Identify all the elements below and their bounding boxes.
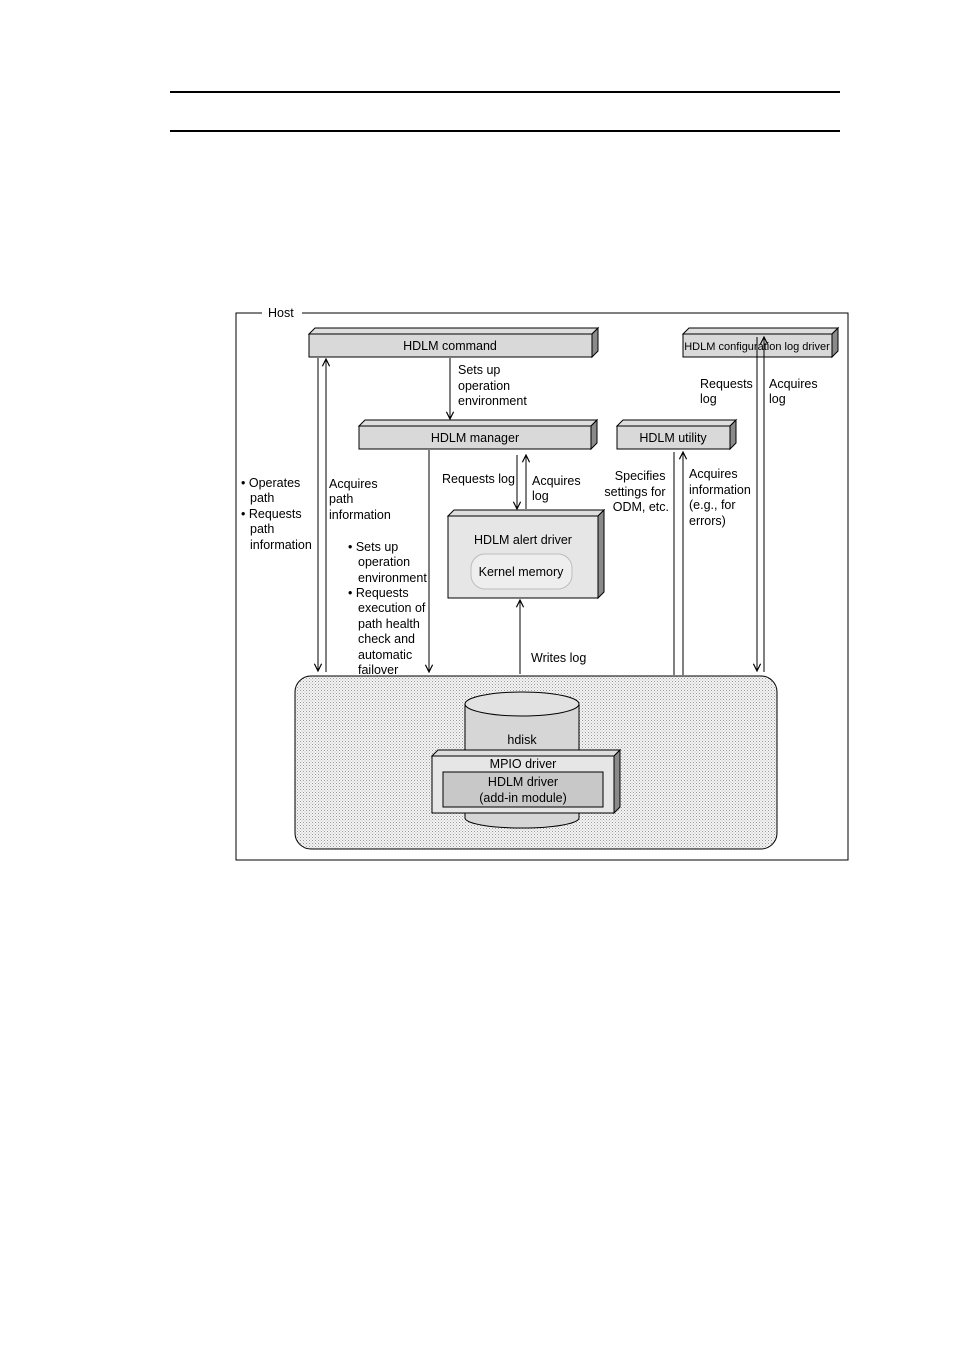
hdlm-manager-label: HDLM manager xyxy=(431,431,519,445)
hdlm-utility-box: HDLM utility xyxy=(615,418,738,451)
hdlm-utility-label: HDLM utility xyxy=(639,431,707,445)
label-acquires-information: Acquires information (e.g., for errors) xyxy=(689,467,754,528)
hdlm-alert-driver-box: HDLM alert driver Kernel memory xyxy=(446,508,606,600)
mpio-driver-label: MPIO driver xyxy=(490,757,557,771)
label-specifies-settings: Specifies settings for ODM, etc. xyxy=(604,469,669,514)
label-acquires-path-info: Acquires path information xyxy=(329,477,391,522)
label-acquires-log-config: Acquires log xyxy=(769,377,821,406)
hdlm-driver-box xyxy=(442,771,604,808)
host-frame: Host xyxy=(235,306,849,861)
hdlm-config-log-driver-box: HDLM configuration log driver xyxy=(681,326,840,359)
hdlm-driver-label-line1: HDLM driver xyxy=(488,775,558,789)
hdlm-manager-box: HDLM manager xyxy=(357,418,599,451)
host-label: Host xyxy=(268,306,294,320)
header-rule-top xyxy=(170,91,840,93)
mpio-driver-box: MPIO driver HDLM driver (add-in module) xyxy=(430,748,622,815)
hdlm-command-label: HDLM command xyxy=(403,339,497,353)
label-acquires-log-alert: Acquires log xyxy=(532,474,584,503)
kernel-memory-label: Kernel memory xyxy=(479,565,564,579)
label-manager-requests: • Sets up operation environment • Reques… xyxy=(348,540,430,677)
label-sets-up-env-top: Sets up operation environment xyxy=(458,363,527,408)
label-operates-path: • Operates path • Requests path informat… xyxy=(241,476,312,552)
hdisk-label: hdisk xyxy=(507,733,537,747)
hdlm-driver-label-line2: (add-in module) xyxy=(479,791,567,805)
label-requests-log-config: Requests log xyxy=(700,377,756,406)
label-requests-log-alert: Requests log xyxy=(442,472,515,486)
label-writes-log: Writes log xyxy=(531,651,586,665)
hdlm-command-box: HDLM command xyxy=(307,326,600,359)
header-rule-bottom xyxy=(170,130,840,132)
kernel-memory-box xyxy=(470,553,573,590)
hdlm-alert-driver-label: HDLM alert driver xyxy=(474,533,572,547)
